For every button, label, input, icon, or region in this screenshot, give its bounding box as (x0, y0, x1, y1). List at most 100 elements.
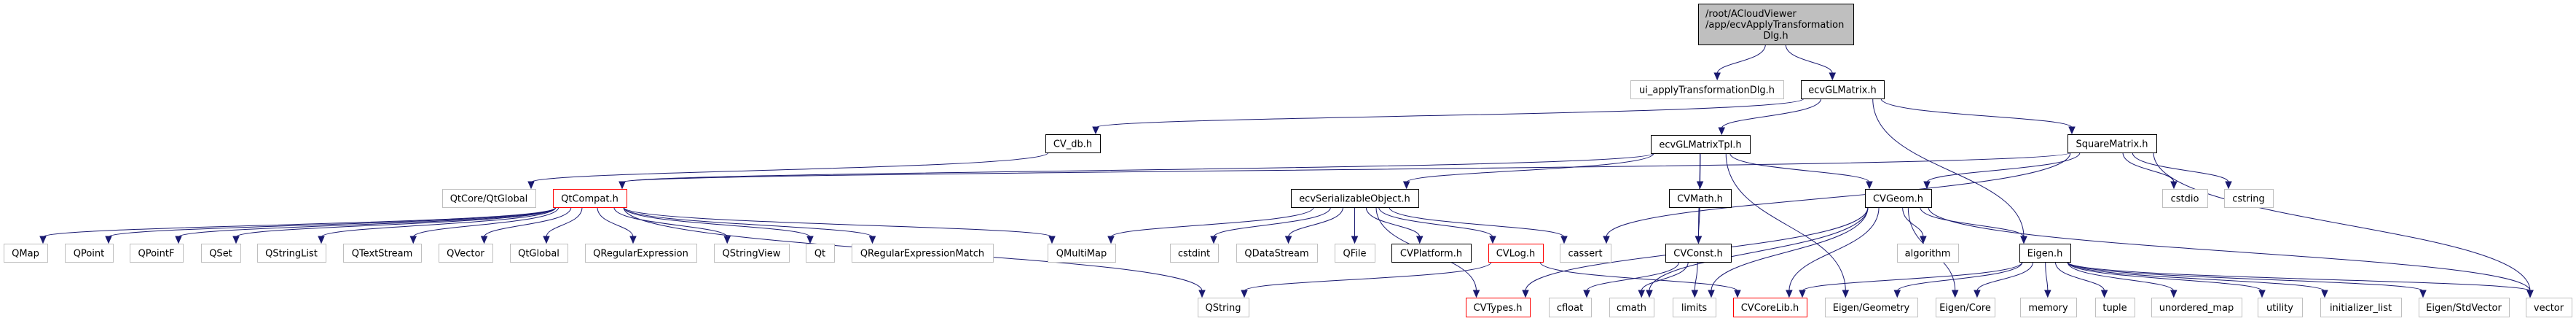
edge-cvlog-to-cvcorelib (1539, 261, 1741, 298)
arrowhead-icon (1713, 72, 1721, 81)
edge-line (2122, 152, 2175, 183)
arrowhead-icon (1522, 290, 1529, 298)
node-box (1609, 298, 1654, 317)
edge-qtcompat-to-qmap (39, 206, 557, 244)
node-cstring: cstring (2224, 189, 2274, 208)
arrowhead-icon (2225, 181, 2232, 190)
node-box (1665, 244, 1732, 263)
node-cvcorelib-h[interactable]: CVCoreLib.h (1733, 298, 1807, 317)
node-ecvserializableobject-h[interactable]: ecvSerializableObject.h (1291, 189, 1419, 208)
arrowhead-icon (1799, 290, 1806, 298)
edge-eigen-to-vector (2067, 261, 2534, 298)
edge-eigen-to-memory (2044, 261, 2051, 298)
edge-cvlog-to-qstring (1241, 261, 1492, 298)
edge-line (613, 206, 728, 238)
node-utility: utility (2258, 298, 2303, 317)
edge-serial-to-cassert (1389, 206, 1568, 244)
node-qstringview: QStringView (714, 244, 790, 263)
edge-serial-to-qdatastream (1284, 206, 1343, 244)
node-qtcompat-h[interactable]: QtCompat.h (553, 189, 627, 208)
node-qtglobal: QtGlobal (510, 244, 568, 263)
node-ecvglmatrix-h[interactable]: ecvGLMatrix.h (1801, 80, 1885, 99)
node-label: Dlg.h (1763, 31, 1788, 42)
edge-eigen-to-eigencore (1974, 261, 2034, 298)
node-label: ui_applyTransformationDlg.h (1639, 85, 1775, 96)
node-label: initializer_list (2330, 303, 2392, 314)
node-label: QFile (1343, 249, 1367, 260)
node-eigen-h[interactable]: Eigen.h (2019, 244, 2071, 263)
node-box (442, 189, 536, 208)
nodes-layer: /root/ACloudViewer/app/ecvApplyTransform… (4, 4, 2572, 317)
edge-line (621, 152, 1654, 183)
node-root-acloudviewer-app-ecvapplytransformationdlg-h[interactable]: /root/ACloudViewer/app/ecvApplyTransform… (1698, 4, 1854, 45)
edge-line (1697, 206, 1700, 238)
edge-square-to-cvgeom (1923, 152, 2081, 190)
node-label: cstdio (2171, 194, 2199, 205)
edge-cvconst-to-cfloat (1583, 261, 1680, 298)
arrowhead-icon (1718, 127, 1726, 136)
node-label: cassert (1568, 249, 1602, 260)
node-label: QString (1205, 303, 1241, 314)
node-box (257, 244, 326, 263)
edge-line (1649, 206, 1869, 292)
node-box (2019, 244, 2071, 263)
node-cvconst-h[interactable]: CVConst.h (1665, 244, 1732, 263)
edge-line (1729, 152, 1870, 183)
node-box (1488, 244, 1544, 263)
edge-root-to-glmatrix (1785, 44, 1837, 81)
node-cvgeom-h[interactable]: CVGeom.h (1865, 189, 1932, 208)
edge-qtcompat-to-qset (232, 206, 557, 244)
edge-cvdb-to-qtcoreglobal (527, 152, 1049, 190)
arrowhead-icon (1920, 236, 1927, 244)
edge-line (1365, 206, 1421, 238)
node-box (510, 244, 568, 263)
edge-line (1586, 261, 1680, 292)
arrowhead-icon (1866, 181, 1873, 190)
node-box (852, 244, 994, 263)
node-memory: memory (2020, 298, 2077, 317)
arrowhead-icon (1638, 290, 1645, 298)
arrowhead-icon (1974, 290, 1981, 298)
node-vector: vector (2526, 298, 2572, 317)
node-box (1733, 298, 1807, 317)
edge-line (484, 206, 572, 238)
node-label: QStringList (265, 249, 318, 260)
node-squarematrix-h[interactable]: SquareMatrix.h (2068, 134, 2157, 153)
node-ecvglmatrixtpl-h[interactable]: ecvGLMatrixTpl.h (1651, 135, 1751, 154)
arrowhead-icon (2419, 290, 2427, 298)
arrowhead-icon (1351, 236, 1359, 244)
arrowhead-icon (1472, 290, 1480, 298)
node-cvtypes-h[interactable]: CVTypes.h (1466, 298, 1531, 317)
node-cvmath-h[interactable]: CVMath.h (1669, 189, 1732, 208)
edge-qtcompat-to-qmultimap (623, 206, 1056, 244)
arrowhead-icon (2526, 290, 2534, 298)
node-box (1466, 298, 1531, 317)
edge-line (1288, 206, 1343, 238)
node-cvplatform-h[interactable]: CVPlatform.h (1391, 244, 1472, 263)
node-eigen-core: Eigen/Core (1936, 298, 1995, 317)
node-box (4, 244, 48, 263)
edge-cvgeom-to-cvcorelib (1786, 206, 1880, 298)
edge-serial-to-cstdint (1210, 206, 1331, 244)
node-qstringlist: QStringList (257, 244, 326, 263)
arrowhead-icon (1415, 236, 1424, 244)
node-qregularexpression: QRegularExpression (585, 244, 697, 263)
edge-line (1976, 261, 2034, 292)
edge-qtcompat-to-qt (623, 206, 814, 244)
node-label: /root/ACloudViewer (1705, 9, 1796, 20)
edges-layer (39, 44, 2534, 298)
node-qtcore-qtglobal: QtCore/QtGlobal (442, 189, 536, 208)
edge-line (321, 206, 557, 238)
edge-serial-to-qfile (1351, 207, 1359, 244)
node-qvector: QVector (439, 244, 493, 263)
arrowhead-icon (1786, 290, 1793, 298)
node-label: CVLog.h (1496, 249, 1536, 260)
arrowhead-icon (1829, 72, 1837, 81)
edge-line (1095, 98, 1805, 128)
arrowhead-icon (1646, 290, 1653, 298)
edge-line (1802, 261, 2023, 292)
edge-qtcompat-to-qpointf (175, 206, 557, 244)
node-cvlog-h[interactable]: CVLog.h (1488, 244, 1544, 263)
edge-root-to-ui (1713, 44, 1766, 81)
node-cv-db-h[interactable]: CV_db.h (1045, 134, 1101, 153)
